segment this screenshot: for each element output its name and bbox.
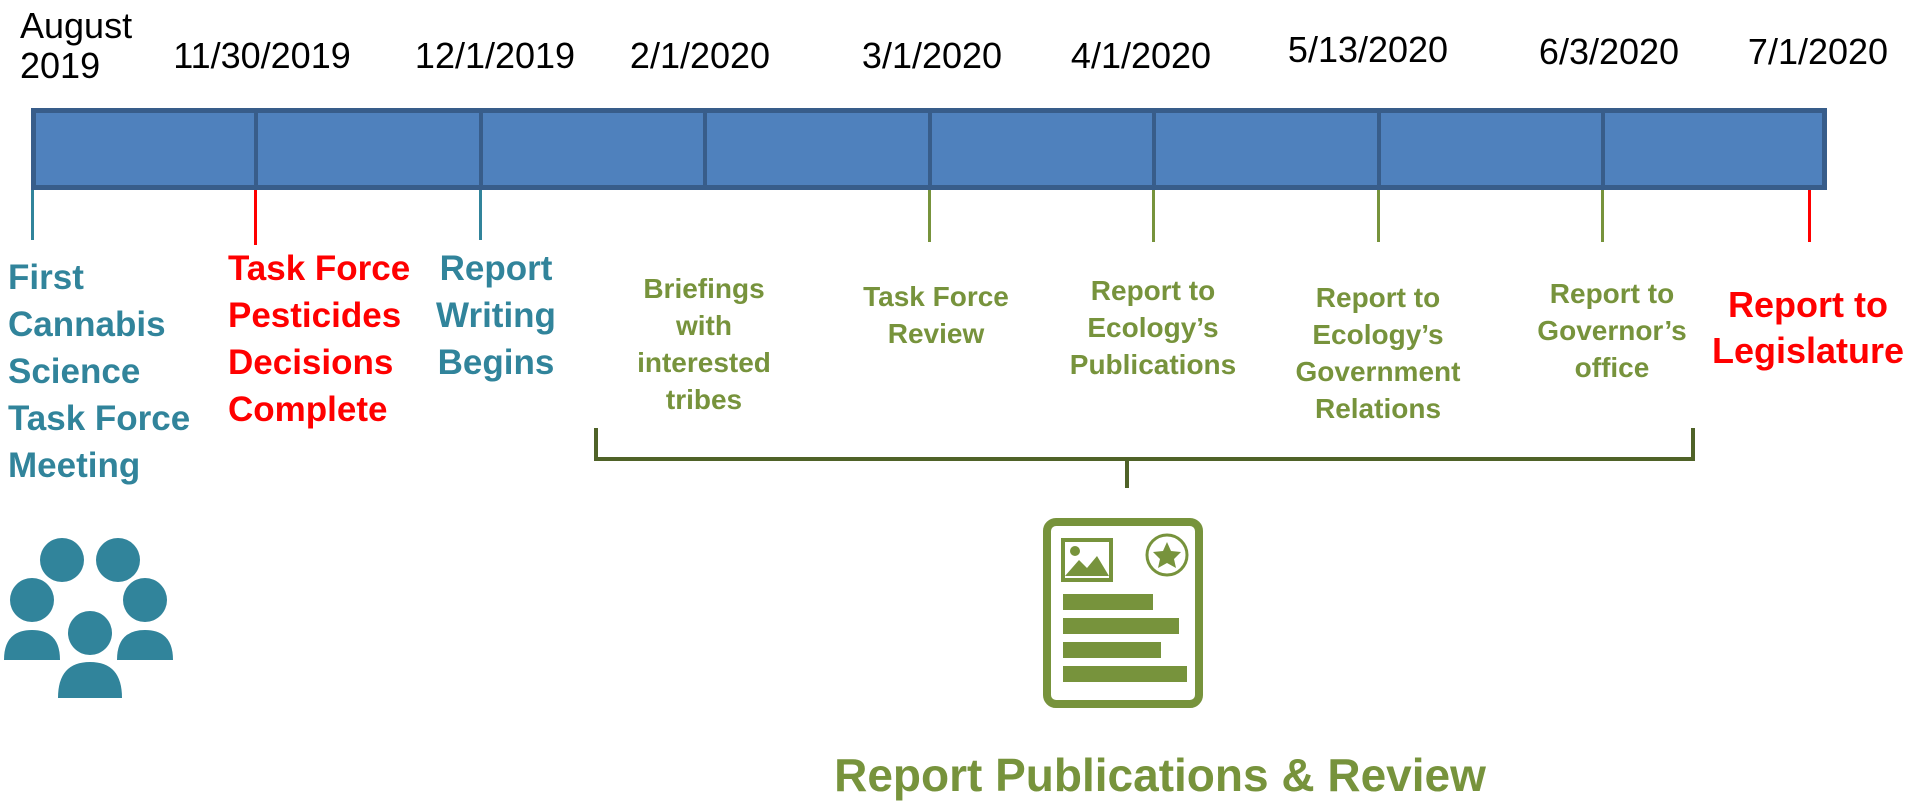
event-report-writing-begins: Report Writing Begins bbox=[436, 249, 556, 382]
event-task-force-review: Task Force Review bbox=[863, 281, 1009, 349]
tick-mark bbox=[1808, 190, 1811, 242]
tick-mark bbox=[928, 190, 931, 242]
tick-mark bbox=[479, 190, 482, 240]
date-label-11-30-2019: 11/30/2019 bbox=[173, 35, 351, 76]
timeline-divider bbox=[928, 108, 932, 190]
event-briefings-with-tribes: Briefings with interested tribes bbox=[637, 273, 771, 415]
report-document-icon bbox=[1043, 518, 1203, 708]
date-label-2-1-2020: 2/1/2020 bbox=[629, 35, 771, 76]
review-bracket bbox=[594, 428, 1695, 488]
event-report-to-government-relations: Report to Ecology’s Government Relations bbox=[1295, 282, 1461, 424]
tick-mark bbox=[1601, 190, 1604, 242]
date-label-august-2019: August 2019 bbox=[20, 5, 133, 86]
event-report-to-governors-office: Report to Governor’s office bbox=[1537, 278, 1687, 383]
timeline-divider bbox=[1601, 108, 1605, 190]
tick-mark bbox=[254, 190, 257, 245]
date-label-4-1-2020: 4/1/2020 bbox=[1070, 35, 1212, 76]
date-label-3-1-2020: 3/1/2020 bbox=[861, 35, 1003, 76]
tick-mark bbox=[31, 190, 34, 240]
timeline-divider bbox=[254, 108, 258, 190]
tick-mark bbox=[1377, 190, 1380, 242]
date-label-6-3-2020: 6/3/2020 bbox=[1538, 31, 1680, 72]
timeline-divider bbox=[1152, 108, 1156, 190]
event-report-to-legislature: Report to Legislature bbox=[1711, 284, 1905, 371]
timeline-divider bbox=[1377, 108, 1381, 190]
date-label-5-13-2020: 5/13/2020 bbox=[1287, 29, 1449, 70]
event-first-task-force-meeting: First Cannabis Science Task Force Meetin… bbox=[8, 258, 191, 485]
event-report-to-publications: Report to Ecology’s Publications bbox=[1069, 275, 1237, 380]
group-of-people-icon bbox=[4, 538, 173, 698]
bracket-title: Report Publications & Review bbox=[834, 749, 1486, 801]
timeline-divider bbox=[479, 108, 483, 190]
timeline-divider bbox=[703, 108, 707, 190]
date-label-12-1-2019: 12/1/2019 bbox=[414, 35, 576, 76]
date-label-7-1-2020: 7/1/2020 bbox=[1747, 31, 1889, 72]
tick-mark bbox=[1152, 190, 1155, 242]
event-pesticides-decisions-complete: Task Force Pesticides Decisions Complete bbox=[228, 249, 411, 429]
